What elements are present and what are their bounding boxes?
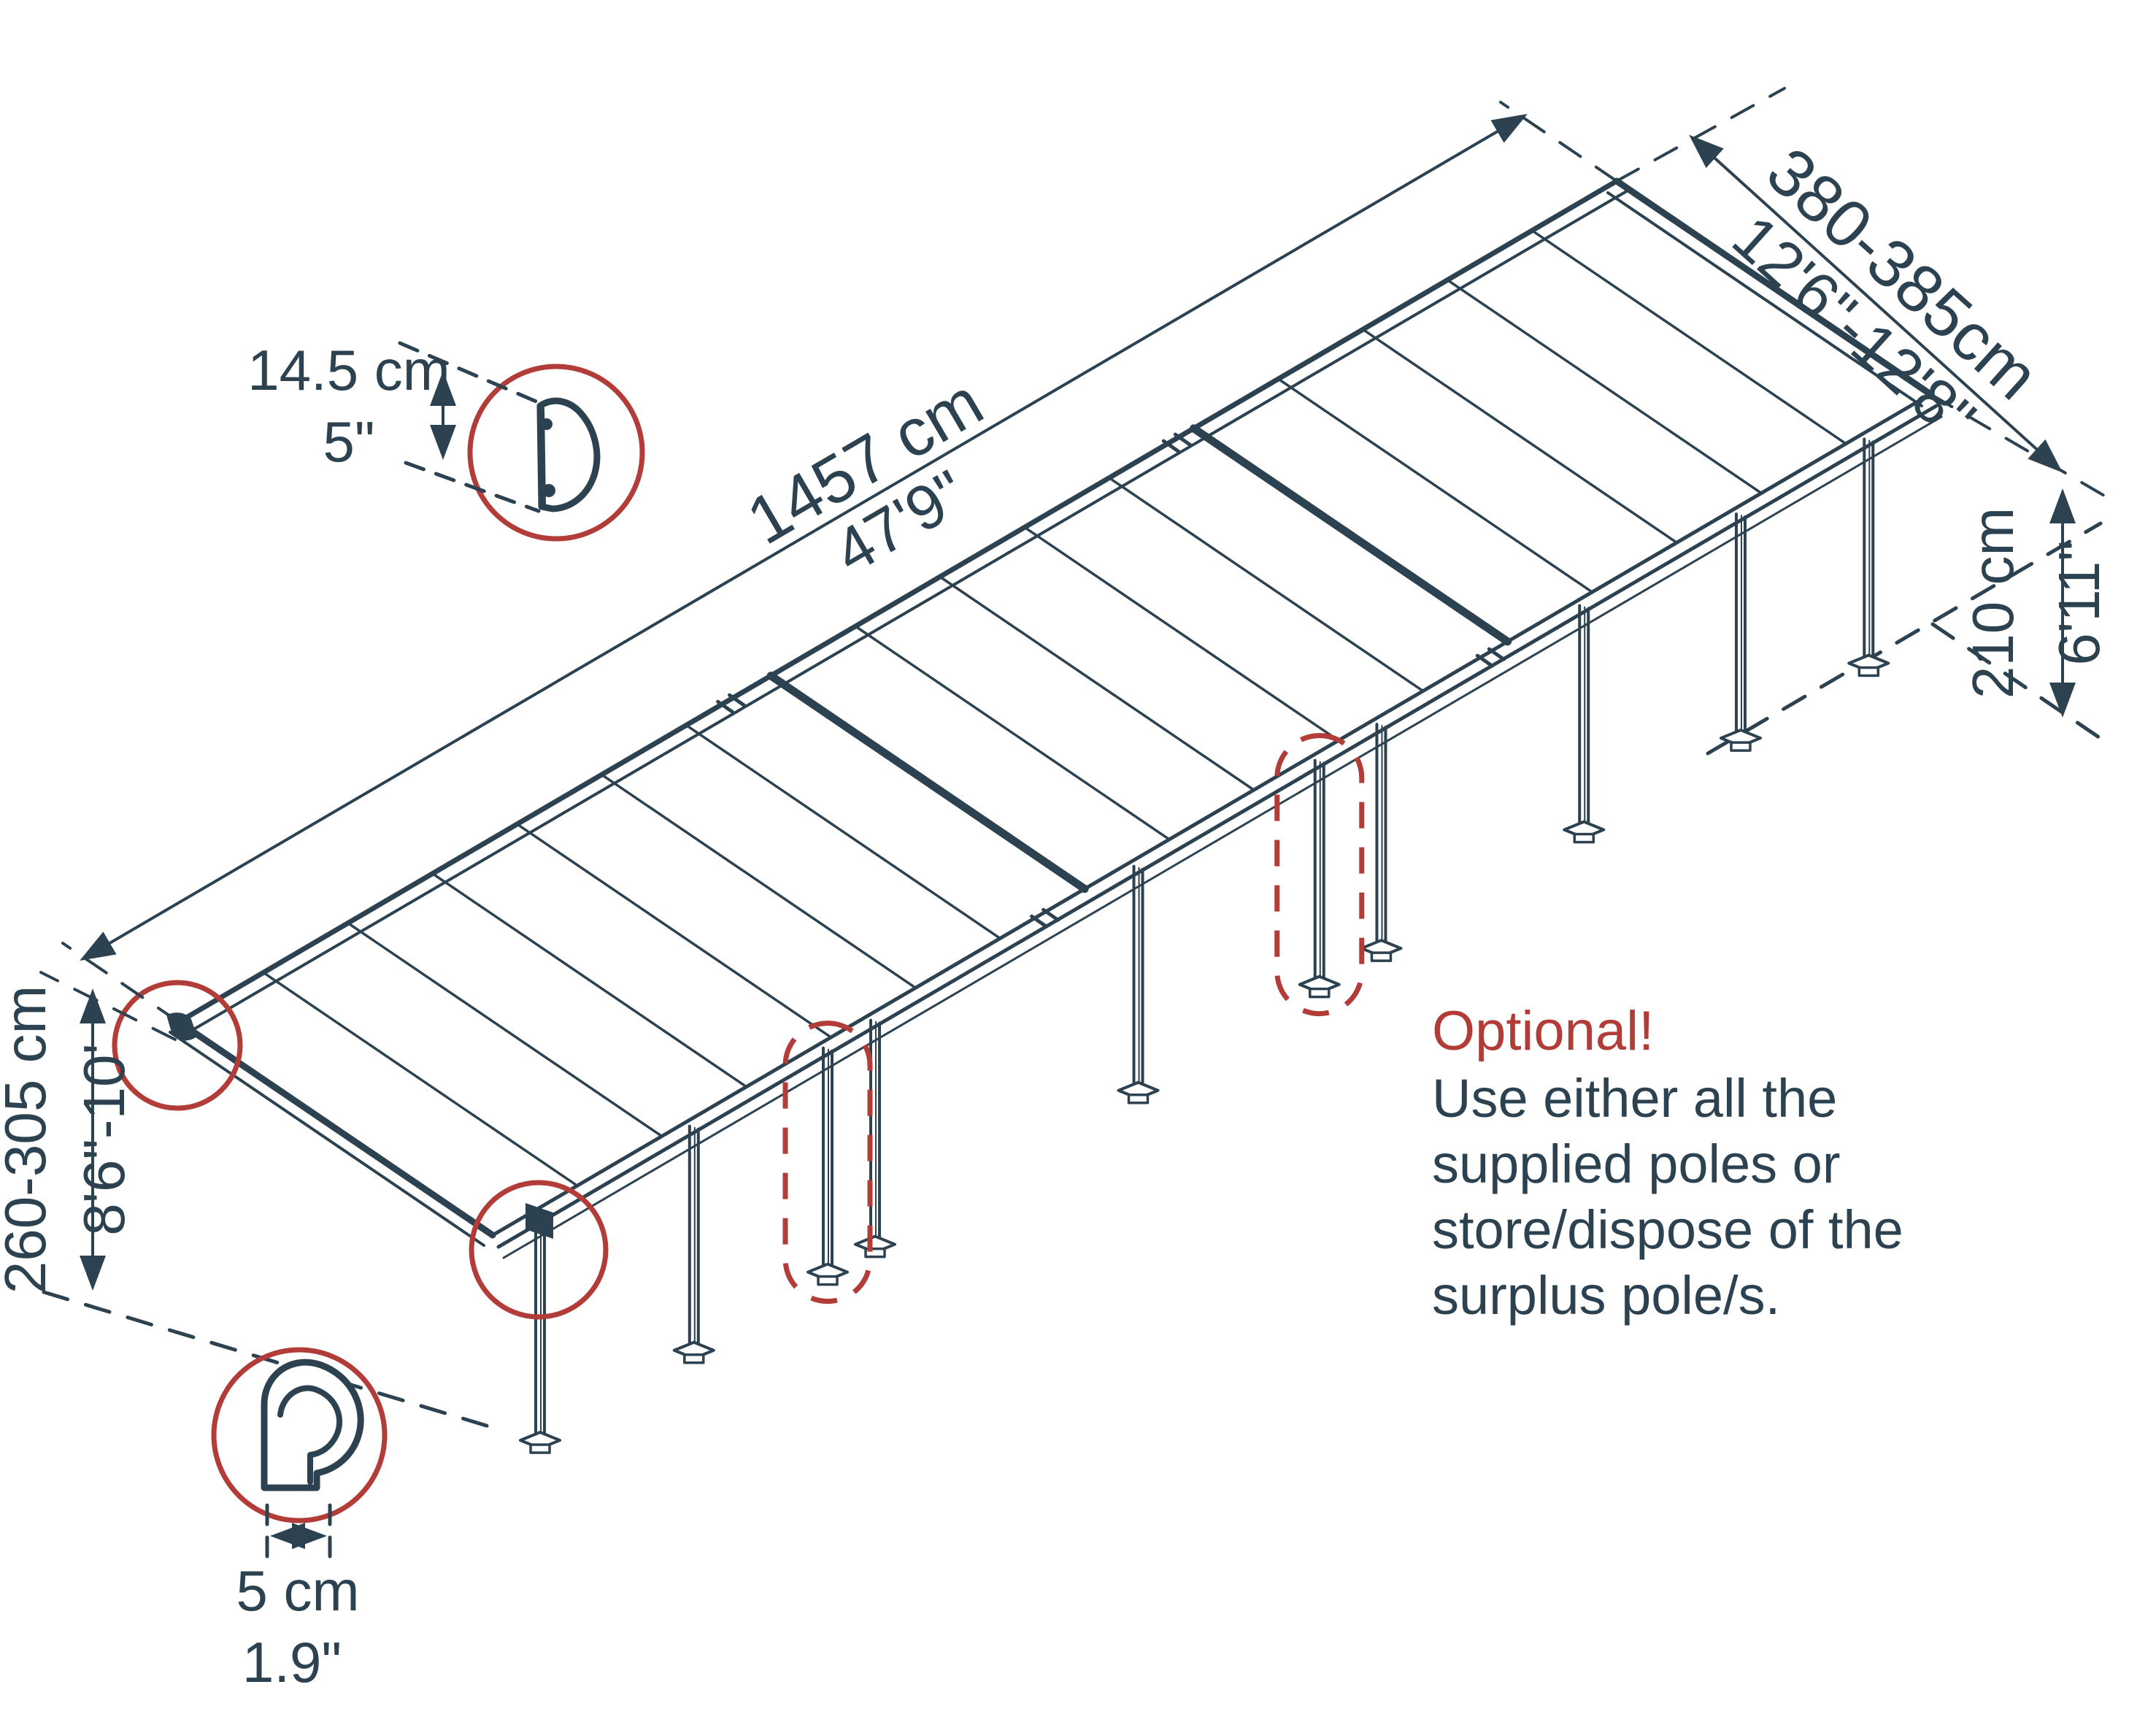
callout-circle-corner-bracket <box>469 1180 609 1320</box>
pole-base-foot <box>1573 832 1595 844</box>
dimension-width: 380-385cm 12'6"-12'8" <box>1615 87 2111 500</box>
profile-metric-label: 14.5 cm <box>247 338 450 402</box>
roof-panel-line <box>600 773 917 989</box>
roof-panel-line <box>939 575 1255 791</box>
pole-base-foot <box>529 1443 551 1454</box>
roof-panel-line <box>431 872 748 1088</box>
gutter-profile-cross-section-icon <box>536 397 601 512</box>
gutter-profile-screw-boss-top <box>541 418 553 430</box>
pole-base-foot <box>1857 666 1880 677</box>
gutter-corner-bracket <box>525 1203 553 1239</box>
detail-pole-section: 5 cm 1.9" <box>211 1347 388 1694</box>
pole-cross-section-inner <box>277 1385 342 1485</box>
roof-panel-line <box>347 921 663 1138</box>
back-beam-inner-edge <box>190 188 1631 1032</box>
pole-base-foot <box>1127 1094 1150 1104</box>
support-pole <box>1563 604 1606 844</box>
support-pole <box>519 1214 562 1454</box>
pole-base-foot <box>683 1353 705 1364</box>
roof-panel-line <box>1361 328 1679 545</box>
left-end-rafter-inner <box>169 1031 485 1247</box>
pole-base-foot <box>1730 741 1752 752</box>
optional-pole-highlight-outline <box>782 1021 873 1305</box>
support-pole <box>1360 723 1403 962</box>
support-pole <box>854 1018 897 1259</box>
roof-panel-line <box>515 823 833 1039</box>
beam-joint-tick <box>1487 647 1506 661</box>
roof-panel-thick-divider <box>766 672 1089 894</box>
dimension-back-height: 260-305 cm 8'6"-10' <box>0 971 177 1294</box>
pole-metric-label: 5 cm <box>236 1559 359 1623</box>
back-height-extension-top <box>39 971 177 1041</box>
optional-note-line-2: supplied poles or <box>1432 1134 1840 1194</box>
pole-base-foot <box>1309 987 1331 999</box>
gutter-profile-screw-boss-bottom <box>542 484 555 497</box>
roof-panel-line <box>854 625 1171 841</box>
ground-dash-right <box>1706 521 2103 756</box>
callout-circle-back-beam-end <box>112 980 243 1111</box>
detail-circle-pole-section <box>211 1347 388 1524</box>
profile-pointer-dash-bottom <box>404 461 541 513</box>
support-pole <box>672 1124 715 1364</box>
pole-base-foot <box>1370 951 1393 962</box>
optional-note-title: Optional! <box>1432 1000 1654 1062</box>
roof-panel-line <box>262 971 579 1187</box>
beam-joint-tick <box>1042 907 1060 922</box>
roof-panel-line <box>1107 476 1425 693</box>
optional-note: Optional! Use either all the supplied po… <box>1432 1000 1903 1326</box>
optional-support-pole <box>782 1021 873 1305</box>
beam-joint-tick <box>1030 914 1049 929</box>
ground-dashed-lines <box>42 521 2113 1433</box>
support-pole <box>1117 864 1160 1104</box>
back-beam-outer-edge <box>176 178 1620 1025</box>
detail-gutter-profile: 14.5 cm 5" <box>247 338 645 542</box>
beam-joint-tick <box>1475 653 1494 668</box>
roof-panel-thick-divider <box>1190 424 1512 646</box>
roof-panel-line <box>1023 526 1340 742</box>
front-height-metric-label: 210 cm <box>1960 507 2025 699</box>
roof-panel-line <box>1446 278 1763 495</box>
pole-imperial-label: 1.9" <box>242 1630 342 1694</box>
roof-panel-line <box>1277 377 1594 593</box>
width-extension-top <box>1615 87 1786 183</box>
width-dimension-line <box>1689 134 2063 473</box>
gutter-bottom-edge <box>502 415 1943 1259</box>
profile-pointer-dash-top <box>398 341 545 407</box>
front-height-imperial-label: 6'11" <box>2047 540 2111 665</box>
left-end-rafter <box>175 1018 496 1239</box>
back-height-imperial-label: 8'6"-10' <box>72 1043 136 1236</box>
length-dimension-line <box>80 113 1528 961</box>
support-pole <box>1847 437 1890 677</box>
optional-note-line-1: Use either all the <box>1432 1068 1837 1129</box>
profile-imperial-label: 5" <box>323 410 374 474</box>
optional-note-line-3: store/dispose of the <box>1432 1199 1903 1260</box>
back-height-metric-label: 260-305 cm <box>0 986 58 1294</box>
detail-circle-gutter-profile <box>467 364 645 542</box>
optional-note-line-4: surplus pole/s. <box>1432 1265 1780 1326</box>
dimension-front-height: 210 cm 6'11" <box>1960 488 2111 718</box>
optional-support-pole <box>1274 733 1365 1017</box>
ground-dash-depth <box>1930 622 2113 748</box>
length-extension-right <box>1499 101 1618 183</box>
length-extension-left <box>61 942 180 1023</box>
ground-dash-left <box>42 1290 506 1433</box>
pole-base-foot <box>817 1275 839 1286</box>
roof-panel-line <box>685 723 1002 940</box>
support-pole <box>1719 512 1762 752</box>
